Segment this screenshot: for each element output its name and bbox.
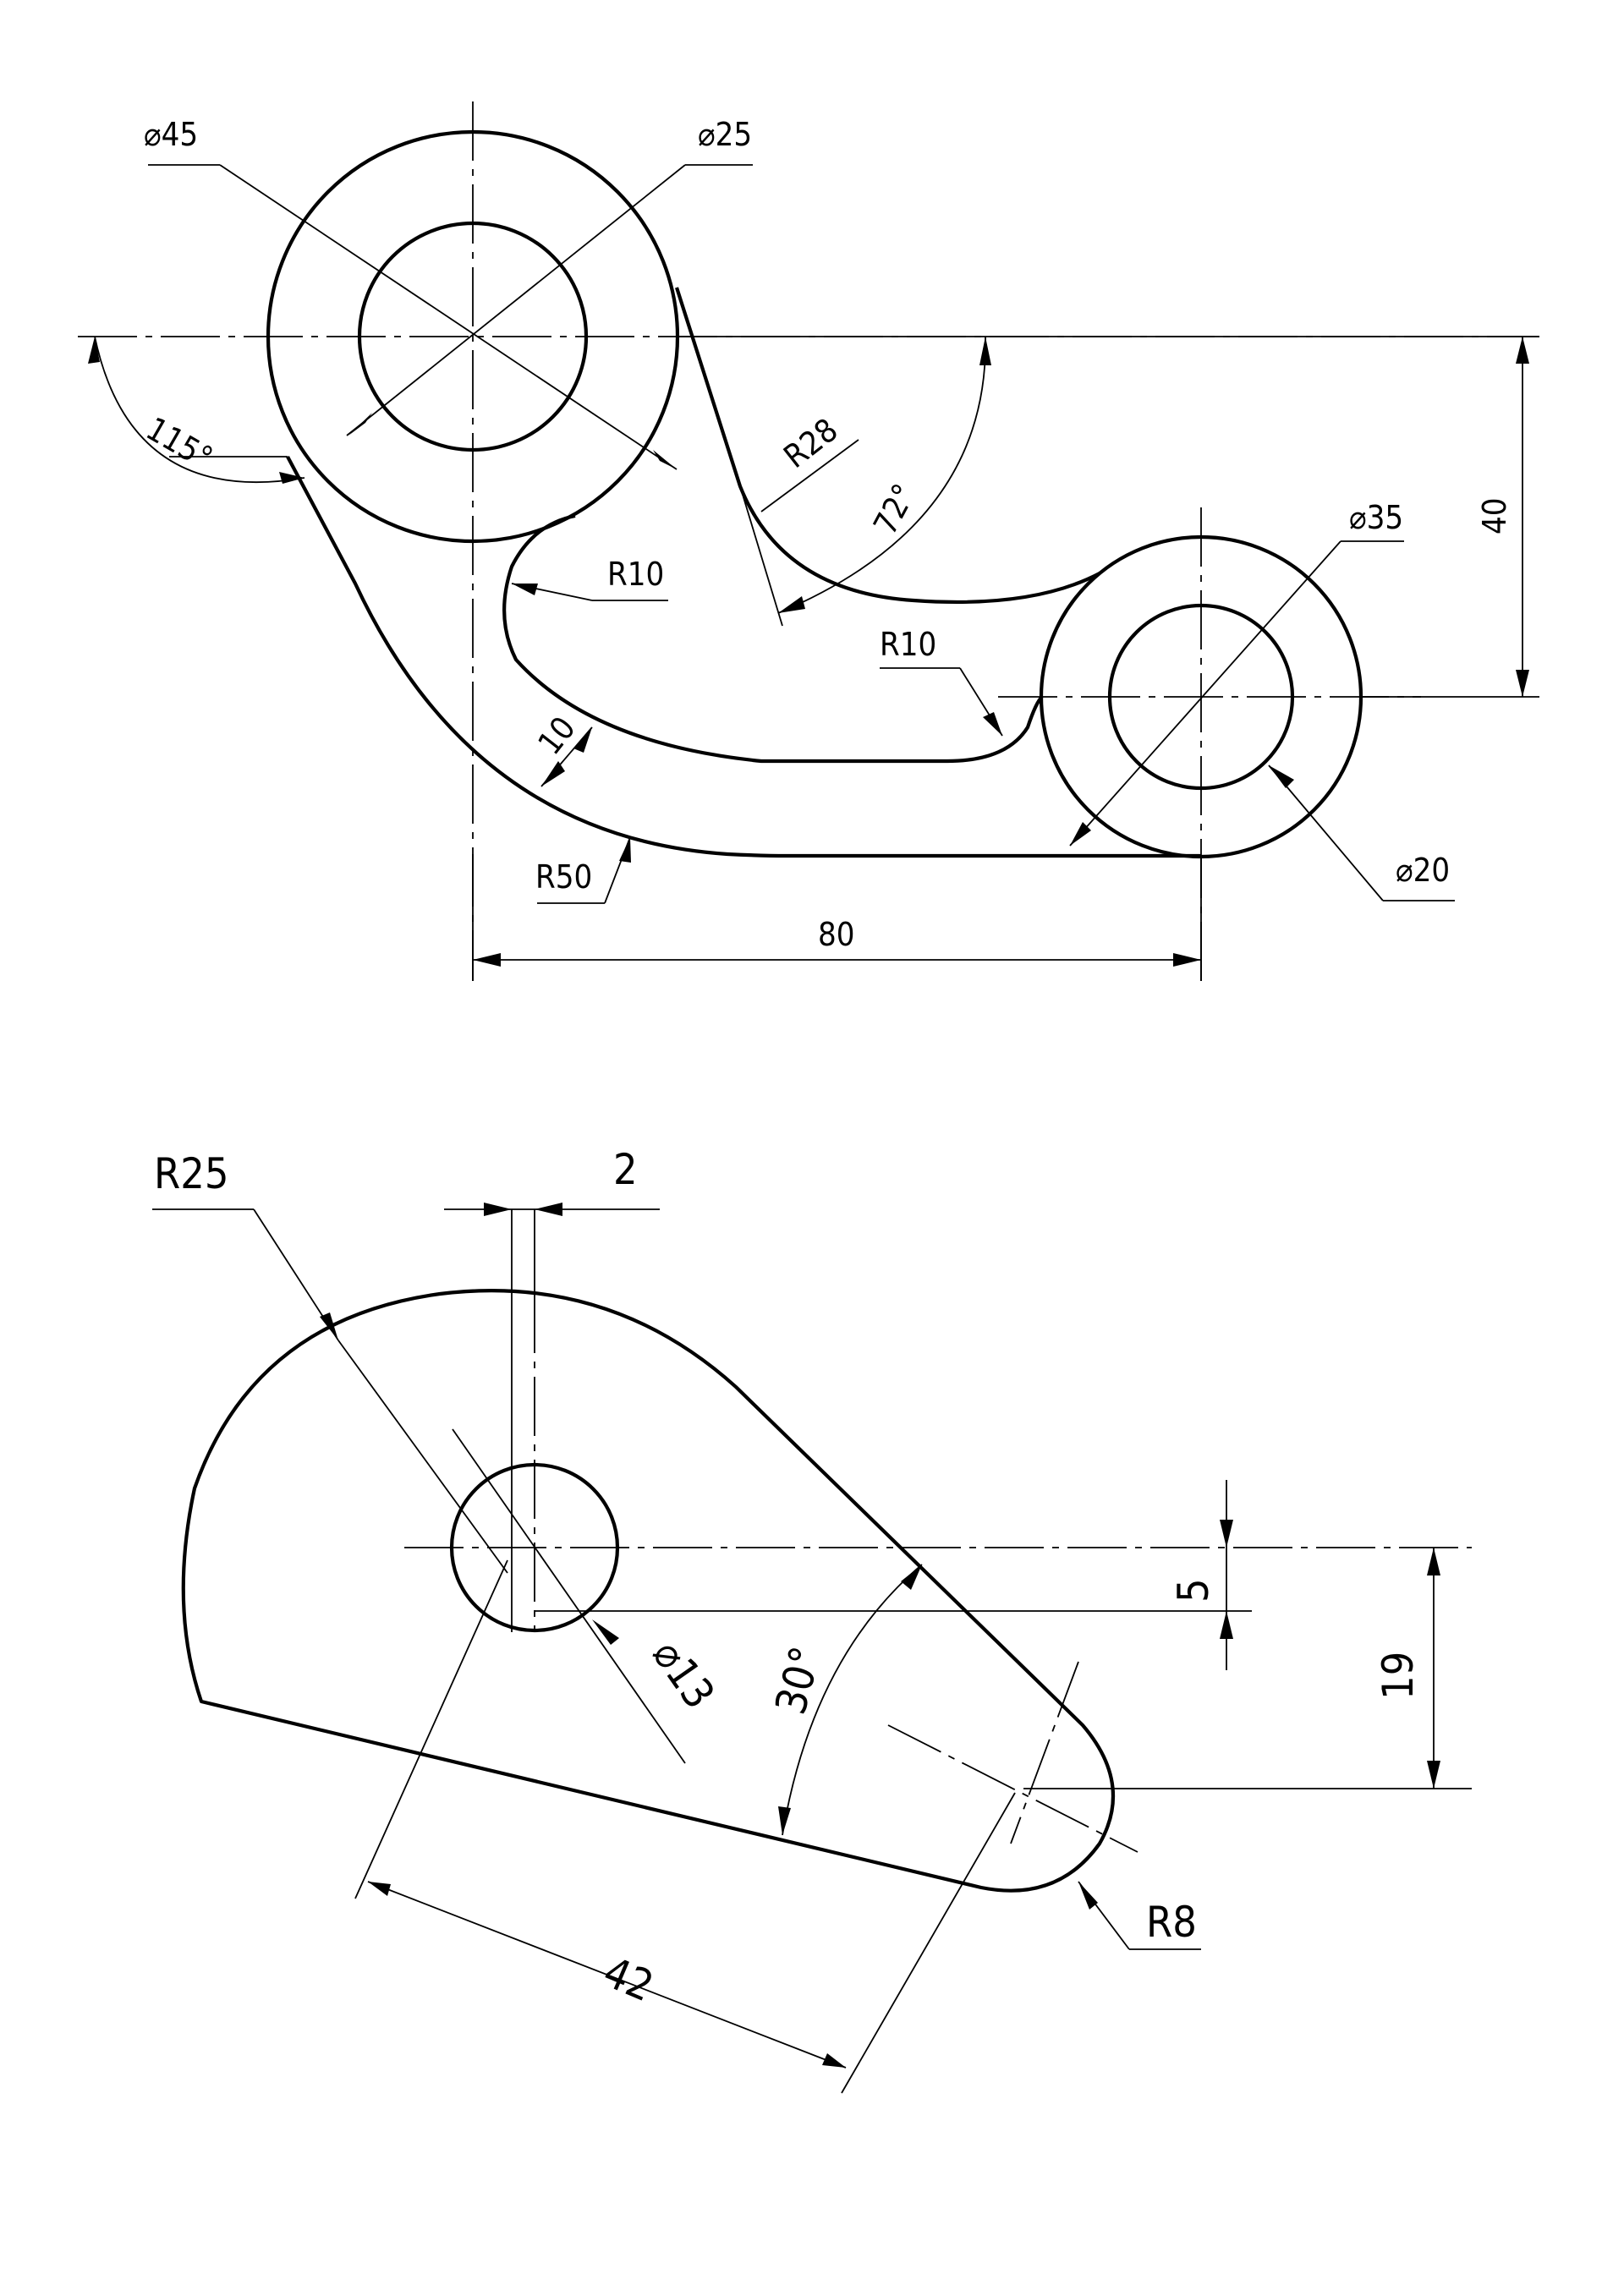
inner-slot-profile: [502, 513, 1044, 764]
hole-d13: [449, 1462, 620, 1633]
drawing-1-lever: ⌀45 ⌀25 115° 72° R28 R10 R10 10 R50 ⌀35 …: [78, 101, 1539, 981]
dim-r50: R50: [535, 858, 592, 896]
dimension-texts-1: ⌀45 ⌀25 115° 72° R28 R10 R10 10 R50 ⌀35 …: [140, 116, 1514, 953]
dim-offset-2: 2: [613, 1145, 638, 1194]
dim-dia-20: ⌀20: [1396, 852, 1450, 889]
dim-height-40: 40: [1476, 498, 1513, 535]
inner-circle-d25: [357, 221, 589, 452]
dim-r28: R28: [776, 411, 844, 475]
dimension-lines-1: [94, 164, 1539, 981]
dimension-texts-2: R25 2 5 19 ⌀13 30° 42 R8: [154, 1145, 1423, 2011]
dim-width-10: 10: [530, 710, 582, 761]
arrowheads-1: [88, 337, 1529, 967]
dim-angle-72: 72°: [866, 478, 923, 540]
dim-r10-upper: R10: [607, 556, 664, 593]
arrowheads-2: [320, 1203, 1440, 2068]
dim-height-19: 19: [1374, 1652, 1423, 1700]
dim-length-80: 80: [818, 916, 855, 953]
inner-circle-d20: [1107, 603, 1295, 791]
dim-angle-115: 115°: [140, 410, 219, 477]
dim-offset-5: 5: [1169, 1578, 1218, 1603]
lever-outline: [266, 129, 1363, 859]
dim-angle-30: 30°: [766, 1641, 831, 1719]
cam-outline: [181, 1289, 1116, 1893]
dim-dia-13: ⌀13: [643, 1631, 724, 1718]
dim-dia-25: ⌀25: [698, 116, 752, 153]
dim-dia-35: ⌀35: [1349, 499, 1403, 536]
upper-web-curve: [674, 287, 1100, 605]
dim-r10-lower: R10: [880, 626, 936, 663]
dim-r25: R25: [154, 1149, 228, 1198]
dim-length-42: 42: [596, 1948, 660, 2012]
outer-r50-curve: [286, 456, 1201, 858]
centerlines-2: [404, 1294, 1472, 1853]
dim-r8: R8: [1146, 1898, 1197, 1947]
drawing-2-cam: R25 2 5 19 ⌀13 30° 42 R8: [152, 1145, 1472, 2094]
dim-dia-45: ⌀45: [144, 116, 198, 153]
cam-profile: [181, 1289, 1116, 1893]
